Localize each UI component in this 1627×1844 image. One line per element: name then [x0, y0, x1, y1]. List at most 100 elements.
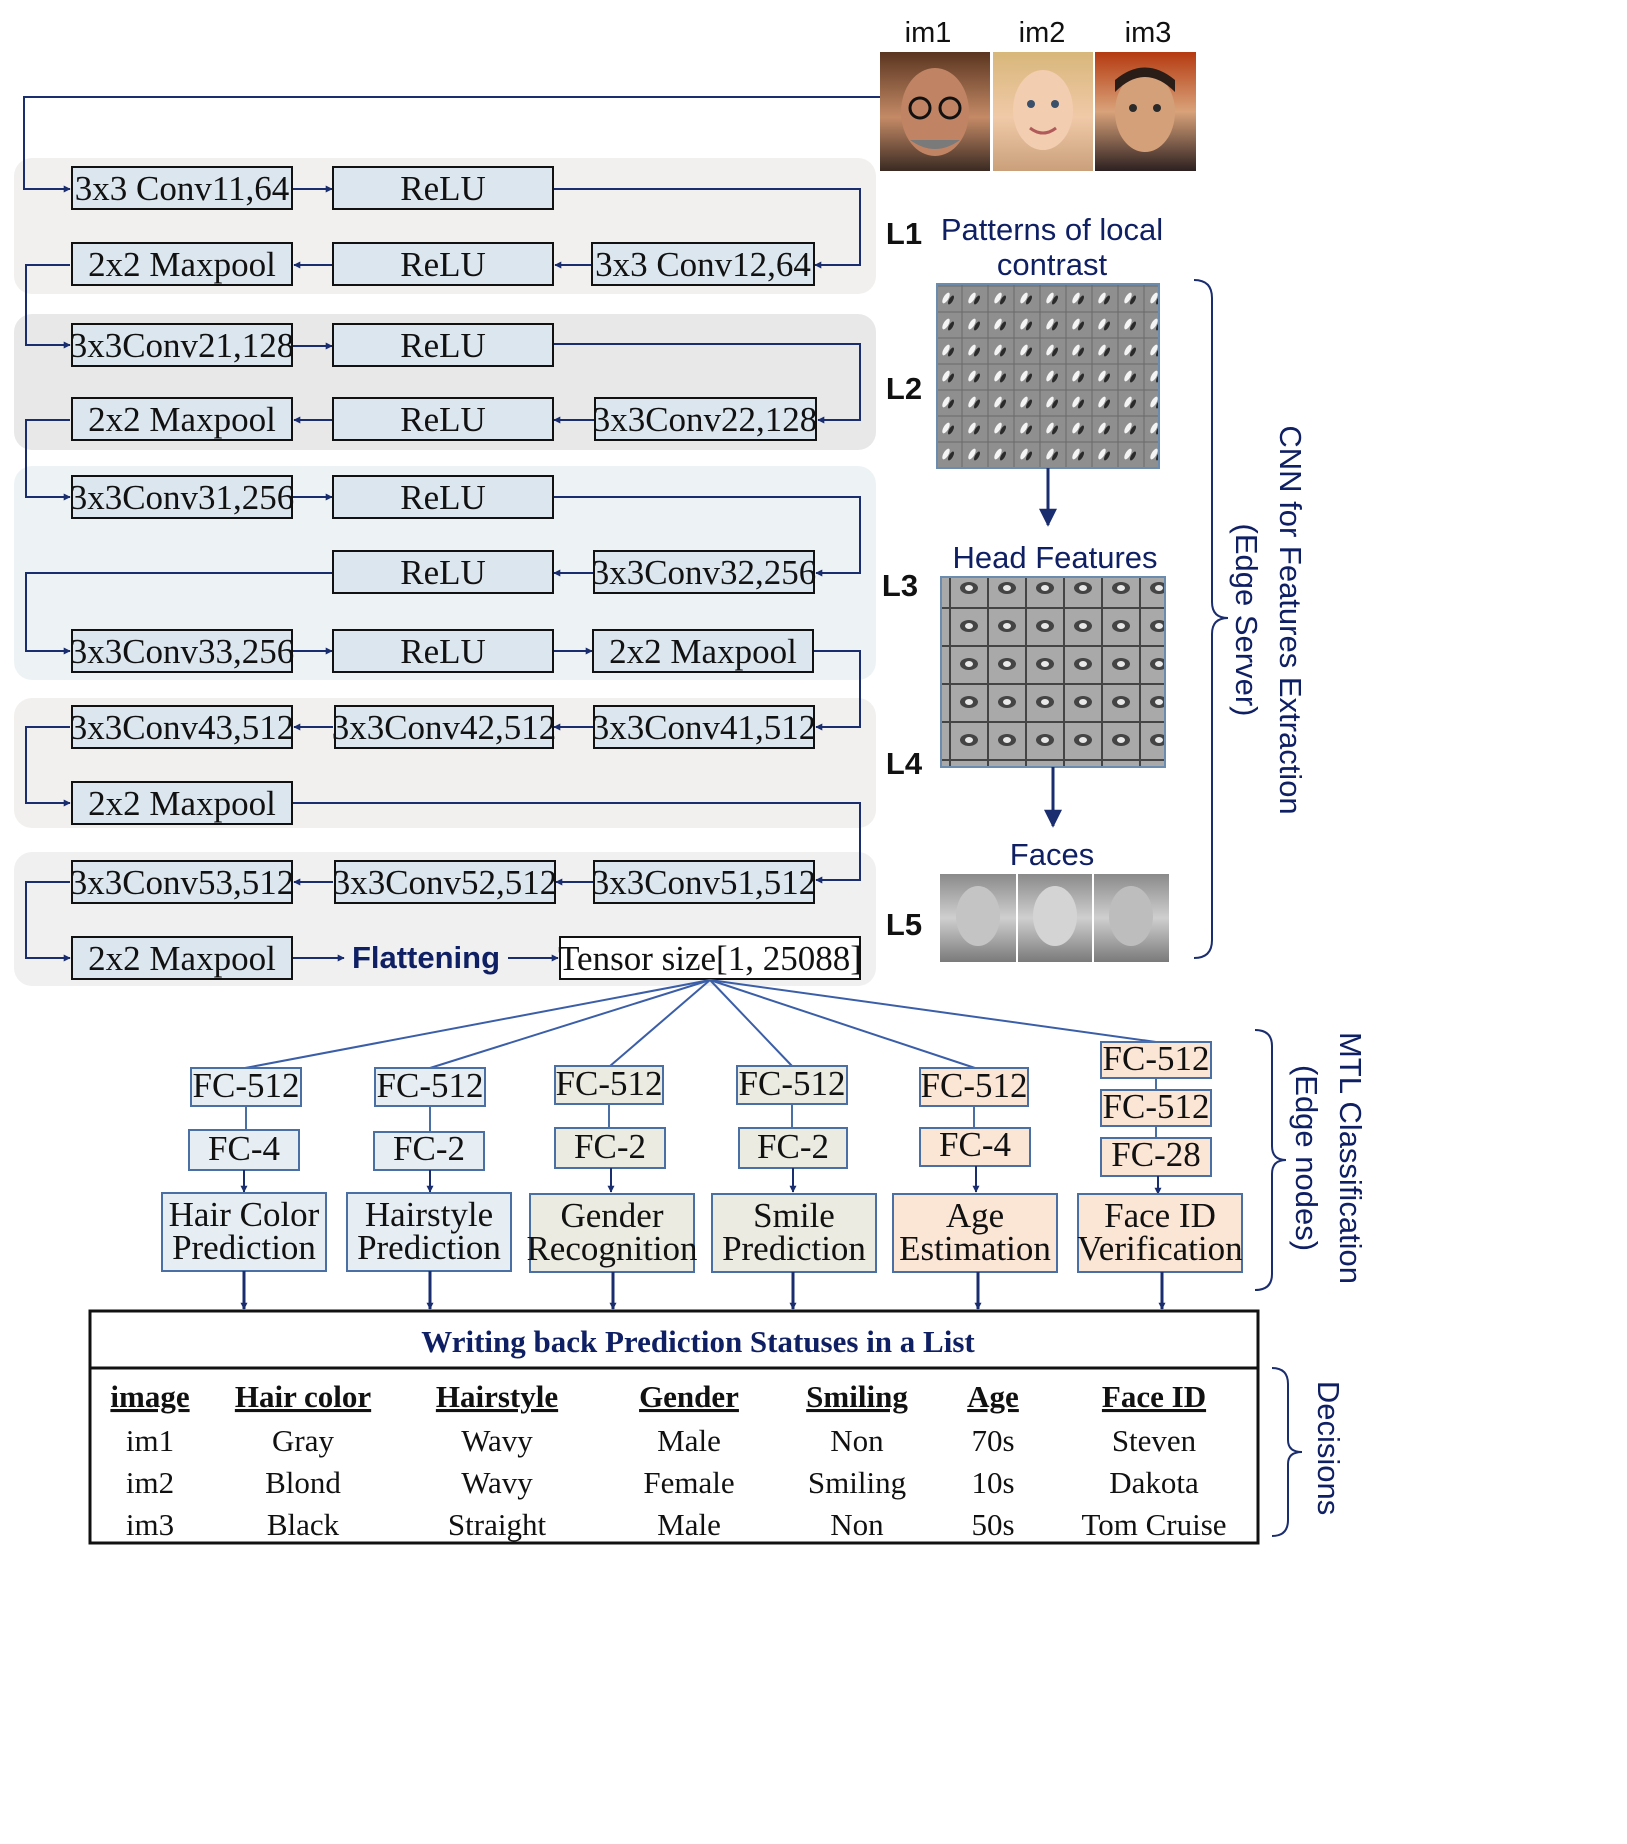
- block-maxpool-5-label: 2x2 Maxpool: [88, 939, 276, 978]
- viz-title-local-contrast-1: Patterns of local: [941, 212, 1163, 247]
- cnn-bracket: [1193, 279, 1229, 959]
- block-conv52: 3x3Conv52,512: [333, 860, 558, 904]
- block-relu-6: ReLU: [332, 550, 554, 594]
- layer-label-l1: L1: [886, 216, 922, 251]
- table-header-cell: Gender: [639, 1379, 739, 1414]
- decisions-side-label: Decisions: [1311, 1381, 1346, 1515]
- block-maxpool-2: 2x2 Maxpool: [71, 397, 293, 441]
- conn-maxpool4-conv51: [292, 802, 861, 884]
- fanout-line: [429, 979, 711, 1069]
- layer-label-l3: L3: [882, 568, 918, 603]
- head-hairstyle-task-2: Prediction: [357, 1228, 501, 1267]
- cnn-side-label-2: (Edge Server): [1229, 524, 1264, 717]
- table-cell: Straight: [448, 1507, 547, 1542]
- viz-title-head-features: Head Features: [952, 540, 1157, 575]
- mtl-side-label-1: MTL Classification: [1333, 1032, 1368, 1284]
- table-cell: Blond: [265, 1465, 341, 1500]
- block-relu-4-label: ReLU: [400, 400, 486, 439]
- block-conv22-label: 3x3Conv22,128: [593, 400, 818, 439]
- block-tensor-label: Tensor size[1, 25088]: [558, 939, 862, 978]
- table-cell: Dakota: [1109, 1465, 1199, 1500]
- table-cell: Non: [830, 1423, 884, 1458]
- head-face-id-fc2: FC-512: [1103, 1087, 1210, 1126]
- mtl-bracket: [1254, 1029, 1287, 1291]
- head-face-id-fc3: FC-28: [1111, 1135, 1200, 1174]
- block-tensor: Tensor size[1, 25088]: [558, 936, 862, 980]
- head-age: FC-512 FC-4 Age Estimation: [892, 1066, 1058, 1310]
- head-age-task-2: Estimation: [899, 1229, 1051, 1268]
- grayscale-faces: [940, 874, 1169, 962]
- head-hairstyle-fc1: FC-512: [377, 1066, 484, 1105]
- head-features-grid: [940, 576, 1166, 768]
- fanout-line: [709, 979, 976, 1069]
- block-relu-3: ReLU: [332, 323, 554, 367]
- head-gender-fc1: FC-512: [556, 1064, 663, 1103]
- block-conv21: 3x3Conv21,128: [70, 323, 294, 367]
- fanout-line: [709, 979, 1157, 1043]
- block-conv52-label: 3x3Conv52,512: [333, 863, 558, 902]
- viz-title-faces: Faces: [1010, 837, 1094, 872]
- block-maxpool-3: 2x2 Maxpool: [592, 629, 814, 673]
- layer-label-l5: L5: [886, 907, 922, 942]
- head-face-id: FC-512 FC-512 FC-28 Face ID Verification: [1077, 1039, 1243, 1310]
- table-cell: Non: [830, 1507, 884, 1542]
- head-gender-fc2: FC-2: [574, 1127, 646, 1166]
- table-cell: Gray: [272, 1423, 334, 1458]
- block-conv11: 3x3 Conv11,64: [71, 166, 293, 210]
- table-cell: Male: [657, 1507, 721, 1542]
- image-label-im1: im1: [905, 17, 952, 49]
- block-conv53-label: 3x3Conv53,512: [70, 863, 295, 902]
- head-hair-color-fc2: FC-4: [208, 1129, 280, 1168]
- table-title: Writing back Prediction Statuses in a Li…: [421, 1324, 975, 1359]
- block-conv41: 3x3Conv41,512: [592, 705, 816, 749]
- task-heads: FC-512 FC-4 Hair Color Prediction FC-512…: [161, 1039, 1243, 1310]
- side-brackets: [1193, 279, 1303, 1537]
- table-row: im1 Gray Wavy Male Non 70s Steven: [126, 1423, 1197, 1458]
- image-label-im2: im2: [1019, 17, 1066, 49]
- head-smile-fc1: FC-512: [739, 1064, 846, 1103]
- feature-visualizations: Patterns of local contrast Head Features…: [936, 212, 1169, 962]
- head-age-task-1: Age: [946, 1196, 1004, 1235]
- table-cell: im3: [126, 1507, 174, 1542]
- cnn-connectors: [23, 96, 880, 962]
- layer-label-l4: L4: [886, 746, 923, 781]
- table-cell: Wavy: [461, 1465, 533, 1500]
- head-gender: FC-512 FC-2 Gender Recognition: [526, 1064, 698, 1310]
- conn-relu-conv22: [553, 343, 861, 424]
- head-smile: FC-512 FC-2 Smile Prediction: [711, 1064, 877, 1310]
- conn-maxpool2-conv31: [25, 419, 71, 501]
- face-photo-im1: [880, 52, 990, 171]
- block-conv42: 3x3Conv42,512: [332, 705, 557, 749]
- table-row: im3 Black Straight Male Non 50s Tom Crui…: [126, 1507, 1227, 1542]
- block-conv11-label: 3x3 Conv11,64: [75, 169, 290, 208]
- table-cell: im1: [126, 1423, 174, 1458]
- table-cell: im2: [126, 1465, 174, 1500]
- table-cell: Smiling: [808, 1465, 906, 1500]
- conn-conv43-maxpool4: [25, 726, 71, 807]
- table-cell: Black: [267, 1507, 340, 1542]
- block-maxpool-1-label: 2x2 Maxpool: [88, 245, 276, 284]
- conn-maxpool3-conv41: [812, 650, 861, 731]
- block-conv12-label: 3x3 Conv12,64: [595, 245, 811, 284]
- block-conv53: 3x3Conv53,512: [70, 860, 295, 904]
- table-cell: 10s: [971, 1465, 1014, 1500]
- block-conv43-label: 3x3Conv43,512: [70, 708, 295, 747]
- block-relu-6-label: ReLU: [400, 553, 486, 592]
- head-hairstyle-fc2: FC-2: [393, 1129, 465, 1168]
- cnn-blocks: 3x3 Conv11,64 ReLU 2x2 Maxpool ReLU 3x3 …: [70, 166, 862, 980]
- table-cell: Male: [657, 1423, 721, 1458]
- edge-filters-grid: [936, 283, 1160, 469]
- block-relu-2-label: ReLU: [400, 245, 486, 284]
- conn-relu-conv12: [553, 188, 861, 269]
- table-header-cell: Hair color: [235, 1379, 372, 1414]
- table-header-cell: Face ID: [1102, 1379, 1206, 1414]
- head-hair-color: FC-512 FC-4 Hair Color Prediction: [161, 1066, 327, 1310]
- block-conv31: 3x3Conv31,256: [70, 475, 295, 519]
- mtl-side-label-2: (Edge nodes): [1289, 1065, 1324, 1251]
- block-conv31-label: 3x3Conv31,256: [70, 478, 295, 517]
- block-maxpool-1: 2x2 Maxpool: [71, 242, 293, 286]
- fanout-line: [709, 979, 793, 1067]
- table-cell: Female: [643, 1465, 734, 1500]
- block-conv42-label: 3x3Conv42,512: [332, 708, 557, 747]
- conn-maxpool1-conv21: [25, 264, 71, 349]
